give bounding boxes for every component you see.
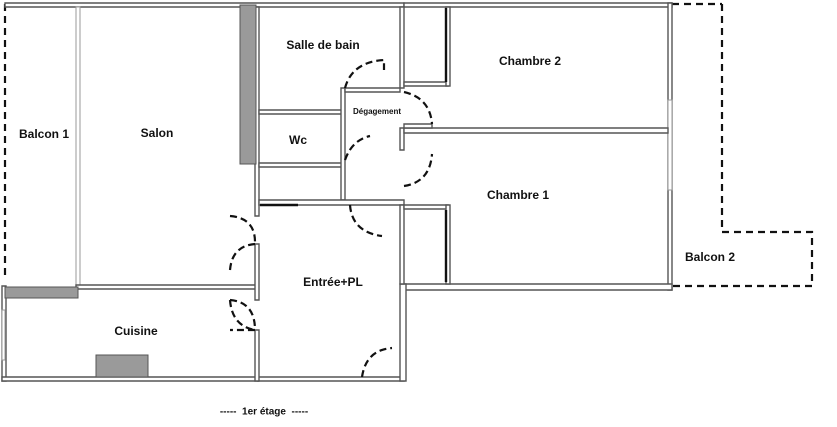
floor-caption: ----- 1er étage ----- <box>220 407 308 418</box>
label-degagement: Dégagement <box>353 107 401 116</box>
door-arc-cuisine-swing <box>228 299 256 332</box>
balcony-outlines <box>3 2 814 288</box>
label-salle-de-bain: Salle de bain <box>286 38 359 52</box>
structural-walls <box>4 4 257 378</box>
interior-walls <box>75 6 669 382</box>
door-arc-entree-top <box>348 204 383 238</box>
label-balcon1: Balcon 1 <box>19 127 69 141</box>
label-salon: Salon <box>141 126 174 140</box>
room-labels: Balcon 1 Salon Salle de bain Wc Dégageme… <box>19 38 735 338</box>
label-chambre1: Chambre 1 <box>487 188 549 202</box>
door-arc-chambre1 <box>403 153 434 188</box>
cuisine-counter-top <box>4 286 79 299</box>
label-balcon2: Balcon 2 <box>685 250 735 264</box>
door-arc-wc <box>343 134 371 161</box>
label-chambre2: Chambre 2 <box>499 54 561 68</box>
door-arc-cuisine <box>229 298 257 332</box>
door-arc-sdb <box>343 58 386 89</box>
exterior-walls <box>1 2 673 382</box>
windows <box>1 6 673 361</box>
label-entree: Entrée+PL <box>303 275 363 289</box>
door-arc-salon-2 <box>228 242 256 271</box>
balcon2-outline <box>672 4 814 288</box>
door-arc-degagement <box>403 90 434 125</box>
salon-structural-wall <box>239 4 257 165</box>
door-leaves <box>260 8 448 282</box>
label-wc: Wc <box>289 133 307 147</box>
door-swings <box>228 58 434 378</box>
door-arc-salon-1 <box>229 214 257 243</box>
label-cuisine: Cuisine <box>114 324 158 338</box>
door-arc-entrance <box>360 346 393 378</box>
cuisine-counter <box>95 354 149 378</box>
